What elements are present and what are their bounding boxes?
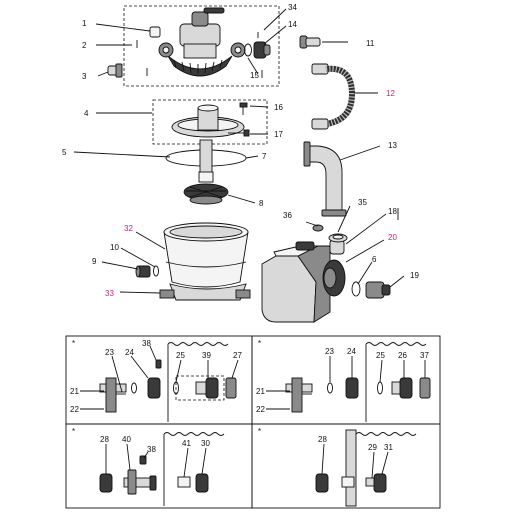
flexible-hose-12 <box>311 63 356 130</box>
pump-oring-6 <box>351 281 361 297</box>
pump-lid-35 <box>328 233 348 243</box>
valve-group-box <box>123 5 280 87</box>
center-pipe <box>199 139 213 175</box>
panel-2-label-25: 25 <box>376 351 385 360</box>
callout-2: 2 <box>82 41 87 50</box>
callout-14: 14 <box>288 20 297 29</box>
callout-3: 3 <box>82 72 87 81</box>
panel-2-label-21: 21 <box>256 387 265 396</box>
pump-unit <box>261 239 346 323</box>
detail-panel-3: * 28 40 38 41 30 <box>65 423 253 509</box>
callout-17: 17 <box>274 130 283 139</box>
callout-9: 9 <box>92 257 97 266</box>
callout-5: 5 <box>62 148 67 157</box>
panel-4-label-28: 28 <box>318 435 327 444</box>
panel-1-label-25: 25 <box>176 351 185 360</box>
callout-19: 19 <box>410 271 419 280</box>
screws <box>136 32 263 78</box>
valve-oring-and-union <box>244 41 271 59</box>
panel-3-label-30: 30 <box>201 439 210 448</box>
clamp-bolt <box>239 102 248 115</box>
panel-1-label-21: 21 <box>70 387 79 396</box>
elbow-pipe-13 <box>303 141 347 217</box>
panel-1-label-23: 23 <box>105 348 114 357</box>
drain-oring-10 <box>153 265 159 277</box>
callout-11: 11 <box>366 39 375 48</box>
callout-10: 10 <box>110 243 119 252</box>
callout-18: 18 <box>388 207 397 216</box>
panel-1-label-39: 39 <box>202 351 211 360</box>
valve-adapter-3 <box>107 63 123 78</box>
callout-32: 32 <box>124 224 133 233</box>
panel-1-label-24: 24 <box>125 348 134 357</box>
callout-15: 15 <box>250 71 259 80</box>
panel-1-star: * <box>72 339 75 348</box>
panel-3-label-38: 38 <box>147 445 156 454</box>
panel-2-star: * <box>258 339 261 348</box>
callout-20: 20 <box>388 233 397 242</box>
panel-2-label-23: 23 <box>325 347 334 356</box>
tank-base <box>159 283 251 301</box>
hose-connector-11 <box>299 35 321 49</box>
panel-2-label-26: 26 <box>398 351 407 360</box>
panel-4-label-29: 29 <box>368 443 377 452</box>
clamp-screw <box>228 129 250 137</box>
detail-panel-2: * 21 22 23 24 25 26 37 <box>251 335 441 425</box>
panel-2-label-24: 24 <box>347 347 356 356</box>
detail-panel-1: * 21 22 23 24 38 25 39 27 <box>65 335 253 425</box>
callout-33: 33 <box>105 289 114 298</box>
panel-1-label-22: 22 <box>70 405 79 414</box>
callout-35: 35 <box>358 198 367 207</box>
filter-tank <box>163 222 249 288</box>
callout-4: 4 <box>84 109 89 118</box>
lateral-assembly <box>183 171 229 205</box>
callout-7: 7 <box>262 152 267 161</box>
callout-34: 34 <box>288 3 297 12</box>
valve-nut <box>149 26 161 38</box>
panel-4-star: * <box>258 427 261 436</box>
panel-3-label-40: 40 <box>122 435 131 444</box>
hose-adapter-19 <box>365 281 391 299</box>
callout-8: 8 <box>259 199 264 208</box>
drain-plug-9 <box>135 265 151 278</box>
panel-2-label-37: 37 <box>420 351 429 360</box>
panel-1-label-27: 27 <box>233 351 242 360</box>
callout-36: 36 <box>283 211 292 220</box>
callout-16: 16 <box>274 103 283 112</box>
panel-3-label-41: 41 <box>182 439 191 448</box>
multiport-valve <box>158 7 246 77</box>
panel-3-label-28: 28 <box>100 435 109 444</box>
callout-13: 13 <box>388 141 397 150</box>
callout-6: 6 <box>372 255 377 264</box>
tank-clamp <box>171 104 245 138</box>
pump-cap-36 <box>312 224 324 232</box>
callout-12: 12 <box>386 89 395 98</box>
panel-1-label-38: 38 <box>142 339 151 348</box>
panel-2-label-22: 22 <box>256 405 265 414</box>
detail-panel-4: * 28 29 31 <box>251 423 441 509</box>
panel-3-star: * <box>72 427 75 436</box>
callout-1: 1 <box>82 19 87 28</box>
panel-4-label-31: 31 <box>384 443 393 452</box>
